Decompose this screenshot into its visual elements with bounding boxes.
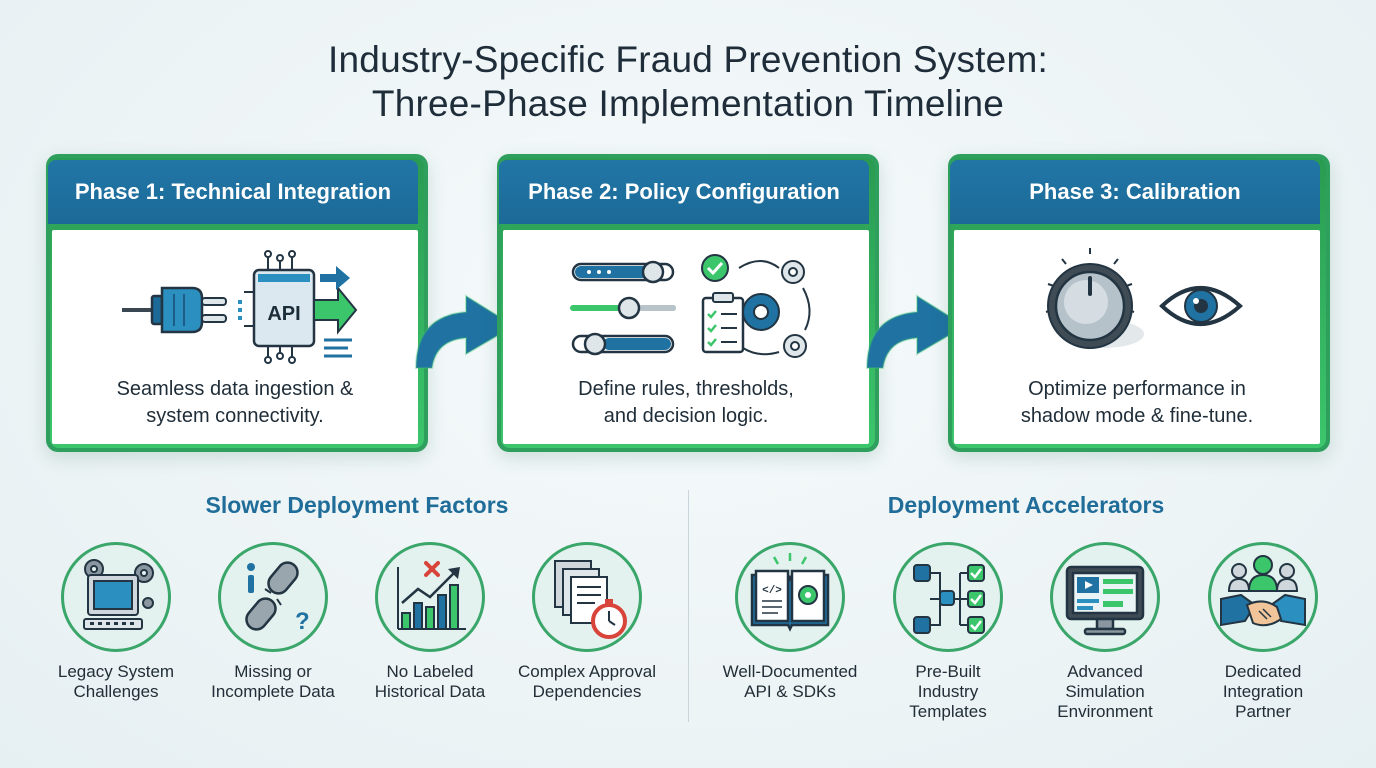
phase-3-card: Phase 3: Calibration	[948, 154, 1330, 452]
phase-2-description: Define rules, thresholds, and decision l…	[578, 378, 794, 427]
accelerator-simulation-environment: Advanced Simulation Environment	[1030, 542, 1180, 722]
svg-text:</>: </>	[762, 585, 782, 597]
phase-1-title: Phase 1: Technical Integration	[48, 160, 418, 224]
dial-icon	[1045, 248, 1144, 349]
phase-2-card: Phase 2: Policy Configuration	[497, 154, 879, 452]
phase-2-panel: Define rules, thresholds, and decision l…	[503, 230, 869, 444]
slower-factors-title: Slower Deployment Factors	[205, 492, 509, 518]
factor-legacy-system: Legacy System Challenges	[41, 542, 191, 702]
phase-1-panel: API Seamless data ingestion & system con…	[52, 230, 418, 444]
factor-approval-dependencies: Complex Approval Dependencies	[512, 542, 662, 702]
accelerator-integration-partner: Dedicated Integration Partner	[1188, 542, 1338, 722]
section-divider	[688, 490, 689, 722]
svg-text:?: ?	[295, 608, 310, 635]
flow-arrow-2	[865, 294, 967, 369]
monitor-simulation-icon	[1065, 565, 1145, 636]
checklist-icon	[701, 254, 745, 354]
legacy-computer-icon	[83, 559, 154, 630]
flow-arrow-1	[414, 294, 516, 369]
phase-1-card: Phase 1: Technical Integration	[46, 154, 428, 452]
phase-3-panel: Optimize performance in shadow mode & fi…	[954, 230, 1320, 444]
broken-chain-icon: ?	[245, 561, 310, 635]
sliders-icon	[570, 260, 676, 356]
documents-stopwatch-icon	[554, 560, 627, 639]
gears-icon	[738, 260, 811, 358]
plug-icon	[122, 286, 227, 334]
open-book-code-icon: </>	[750, 553, 830, 632]
phase-1-description: Seamless data ingestion & system connect…	[116, 378, 354, 427]
accelerators-title: Deployment Accelerators	[887, 492, 1165, 518]
phase-2-title: Phase 2: Policy Configuration	[499, 160, 869, 224]
eye-icon	[1159, 286, 1243, 326]
template-flow-icon	[913, 564, 985, 634]
phase-3-title: Phase 3: Calibration	[950, 160, 1320, 224]
svg-text:API: API	[267, 303, 300, 325]
phase-3-description: Optimize performance in shadow mode & fi…	[1020, 378, 1254, 427]
arrow-right-icon	[313, 266, 358, 358]
handshake-team-icon	[1220, 555, 1306, 627]
accelerator-api-sdks: </> Well-Documented API & SDKs	[715, 542, 865, 702]
accelerator-industry-templates: Pre-Built Industry Templates	[873, 542, 1023, 722]
factor-missing-data: ? Missing or Incomplete Data	[198, 542, 348, 702]
factor-no-labeled-data: No Labeled Historical Data	[355, 542, 505, 702]
title-line-1: Industry-Specific Fraud Prevention Syste…	[328, 39, 1048, 80]
page-title: Industry-Specific Fraud Prevention Syste…	[0, 38, 1376, 126]
api-chip-icon: API	[238, 250, 316, 364]
title-line-2: Three-Phase Implementation Timeline	[371, 83, 1005, 124]
bar-chart-x-icon	[397, 561, 466, 630]
